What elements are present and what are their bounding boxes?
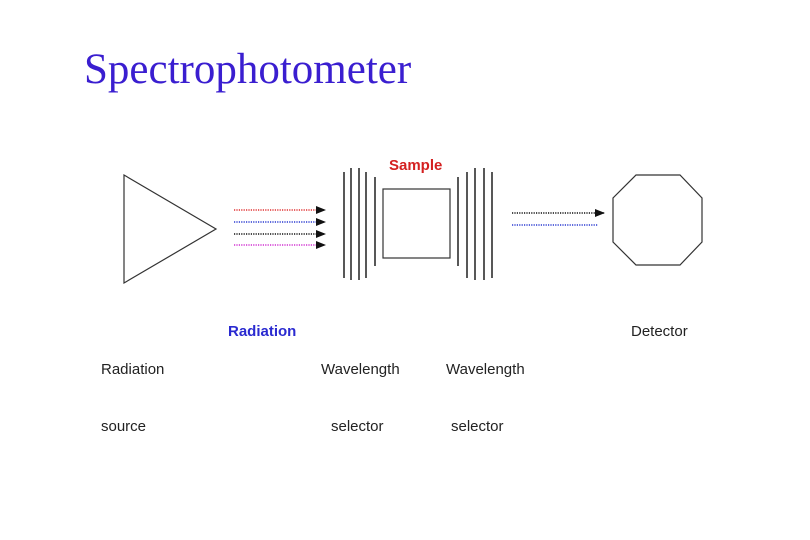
sample-label: Sample [389, 157, 443, 174]
sample-cell [374, 177, 459, 266]
radiation-label: Radiation [228, 323, 297, 340]
detector-label: Detector [631, 323, 688, 340]
wavelength-selector-1 [343, 168, 367, 280]
detector-octagon [612, 174, 703, 266]
radiation-source-triangle [123, 173, 218, 285]
outgoing-rays [512, 209, 605, 226]
wavelength-selector-2-label: Wavelength selector [446, 361, 525, 435]
incoming-rays [234, 206, 326, 249]
radiation-source-label: Radiation source [101, 361, 165, 435]
wavelength-selector-1-label: Wavelength selector [321, 361, 400, 435]
page-title: Spectrophotometer [84, 46, 412, 93]
wavelength-selector-2 [466, 168, 493, 280]
